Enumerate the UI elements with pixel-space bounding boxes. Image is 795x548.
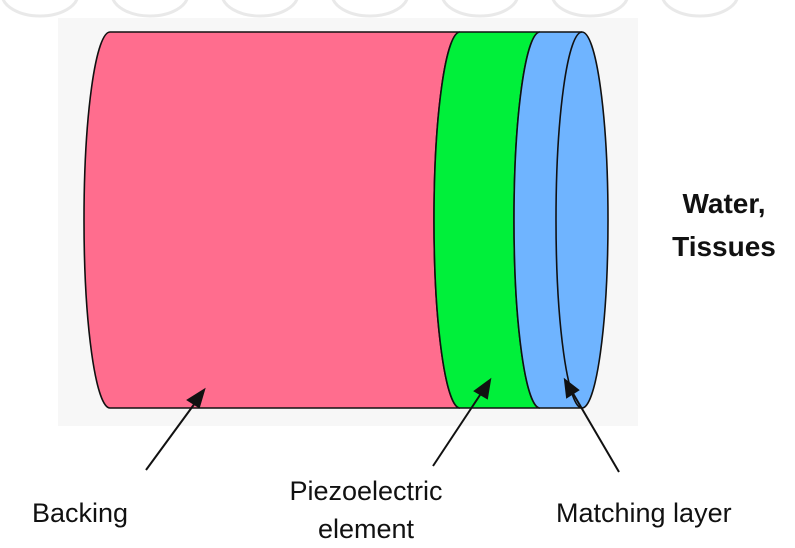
watermark-band [1, 0, 739, 18]
backing-layer [83, 31, 461, 409]
matching-arrow [570, 389, 620, 473]
backing-label: Backing [32, 498, 128, 528]
backing-arrowhead [186, 387, 206, 409]
piezo-label-line2: element [318, 514, 415, 544]
piezo-arrowhead [473, 377, 492, 400]
matching-layer [513, 31, 609, 409]
pointer-arrows [145, 377, 620, 473]
backing-arrow [145, 398, 199, 471]
matching-label: Matching layer [556, 498, 732, 528]
matching-arrowhead [563, 377, 580, 399]
piezo-arrow [432, 388, 485, 467]
medium-label-line1: Water, [683, 188, 766, 219]
medium-label-line2: Tissues [672, 231, 776, 262]
piezo-label-line1: Piezoelectric [289, 476, 442, 506]
